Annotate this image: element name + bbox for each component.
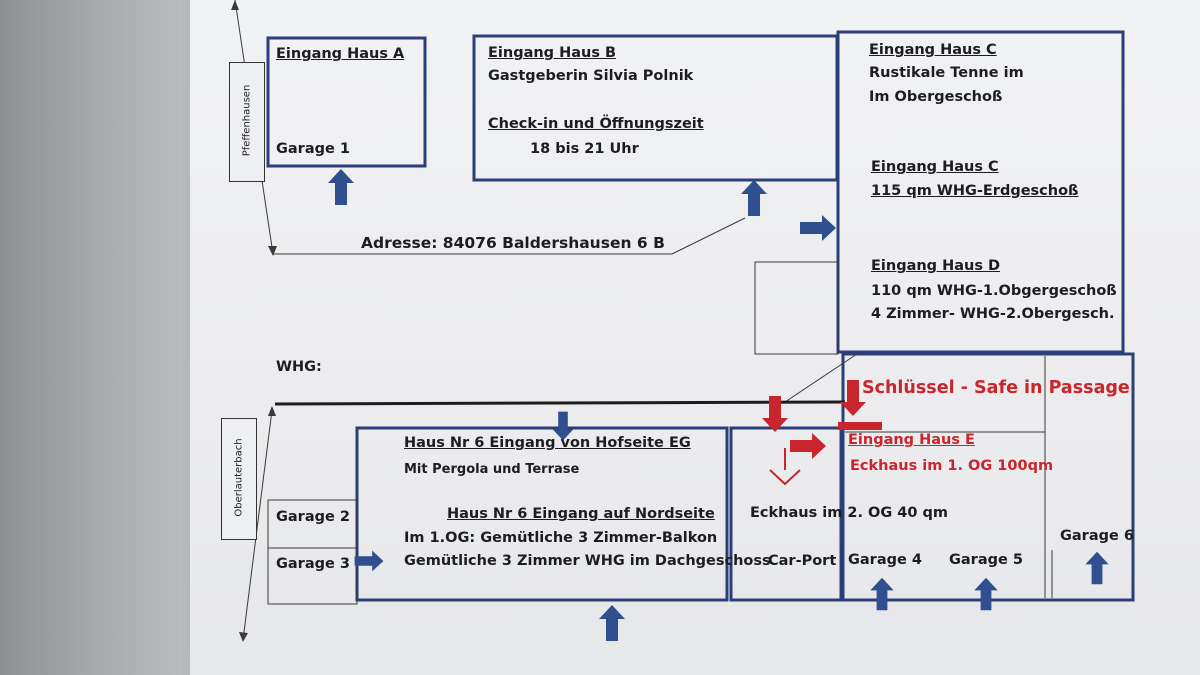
arrow-up-haus-b bbox=[741, 180, 767, 216]
arrow-up-garage-1 bbox=[328, 169, 354, 205]
building-haus-c-d bbox=[836, 30, 1125, 354]
arrow-right-haus-c bbox=[800, 215, 836, 241]
key-safe-label: Schlüssel - Safe in Passage bbox=[862, 378, 1130, 398]
arrow-up-garage-5 bbox=[974, 577, 998, 611]
safe-pointer bbox=[784, 351, 861, 403]
whg-c-label: 115 qm WHG-Erdgeschoß bbox=[871, 183, 1079, 199]
arrow-right-garage-3 bbox=[354, 550, 384, 572]
street-sign-top-label: Pfeffenhausen bbox=[241, 84, 253, 157]
garage-6-label: Garage 6 bbox=[1060, 528, 1134, 544]
building-haus-a bbox=[266, 36, 427, 168]
pergola-label: Mit Pergola und Terrase bbox=[404, 462, 580, 477]
key-safe-marker bbox=[838, 422, 882, 430]
street-sign-top: Pfeffenhausen bbox=[229, 62, 265, 182]
street-arrowhead-top bbox=[231, 0, 239, 10]
arrow-up-garage-4 bbox=[870, 577, 894, 611]
haus-6-hof-label: Haus Nr 6 Eingang von Hofseite EG bbox=[404, 435, 691, 451]
garage-3-label: Garage 3 bbox=[276, 556, 350, 572]
gastgeberin-label: Gastgeberin Silvia Polnik bbox=[488, 68, 694, 84]
haus-a-label: Eingang Haus A bbox=[276, 46, 405, 62]
street-sign-bottom-label: Oberlauterbach bbox=[233, 438, 245, 517]
garage-1-label: Garage 1 bbox=[276, 141, 350, 157]
address-pointer bbox=[671, 217, 746, 255]
haus-c-label-1: Eingang Haus C bbox=[869, 42, 997, 58]
street-sign-bottom: Oberlauterbach bbox=[221, 418, 257, 540]
whg-label: WHG: bbox=[276, 359, 322, 375]
street-line-bottom bbox=[242, 409, 273, 641]
haus-6-nord-label: Haus Nr 6 Eingang auf Nordseite bbox=[447, 506, 715, 522]
arrow-up-haus-6-nord bbox=[599, 605, 625, 641]
haus-b-label: Eingang Haus B bbox=[488, 45, 617, 61]
garage-2-3-box bbox=[267, 499, 358, 605]
eckhaus-e-label: Eckhaus im 1. OG 100qm bbox=[850, 458, 1054, 474]
street-arrowhead-mid bbox=[268, 246, 277, 256]
tenne-label-2: Im Obergeschoß bbox=[869, 89, 1003, 105]
balkon-label: Im 1.OG: Gemütliche 3 Zimmer-Balkon bbox=[404, 530, 718, 546]
whg-boundary-line bbox=[274, 400, 846, 406]
garage-5-label: Garage 5 bbox=[949, 552, 1023, 568]
garage-4-label: Garage 4 bbox=[848, 552, 922, 568]
annex-box bbox=[754, 261, 839, 355]
whg-d-label-1: 110 qm WHG-1.Obgergeschoß bbox=[871, 283, 1117, 299]
arrow-down-red-outline-head bbox=[769, 469, 801, 486]
dach-label: Gemütliche 3 Zimmer WHG im Dachgeschoss bbox=[404, 553, 771, 569]
tenne-label-1: Rustikale Tenne im bbox=[869, 65, 1024, 81]
address-label: Adresse: 84076 Baldershausen 6 B bbox=[361, 234, 665, 252]
carport-label: Car-Port bbox=[768, 553, 837, 569]
arrow-right-red-haus-e bbox=[790, 433, 826, 459]
street-arrowhead-mid2 bbox=[268, 406, 276, 416]
eckhaus-2og-label: Eckhaus im 2. OG 40 qm bbox=[750, 505, 949, 521]
haus-e-label: Eingang Haus E bbox=[848, 432, 975, 448]
haus-c-label-2: Eingang Haus C bbox=[871, 159, 999, 175]
garage-2-label: Garage 2 bbox=[276, 509, 350, 525]
street-arrowhead-bottom bbox=[239, 632, 248, 642]
arrow-up-garage-6 bbox=[1085, 551, 1109, 585]
checkin-label: Check-in und Öffnungszeit bbox=[488, 116, 704, 132]
hours-label: 18 bis 21 Uhr bbox=[530, 141, 639, 157]
whg-d-label-2: 4 Zimmer- WHG-2.Obergesch. bbox=[871, 306, 1115, 322]
haus-d-label: Eingang Haus D bbox=[871, 258, 1001, 274]
building-eckhaus-2og bbox=[729, 426, 843, 602]
